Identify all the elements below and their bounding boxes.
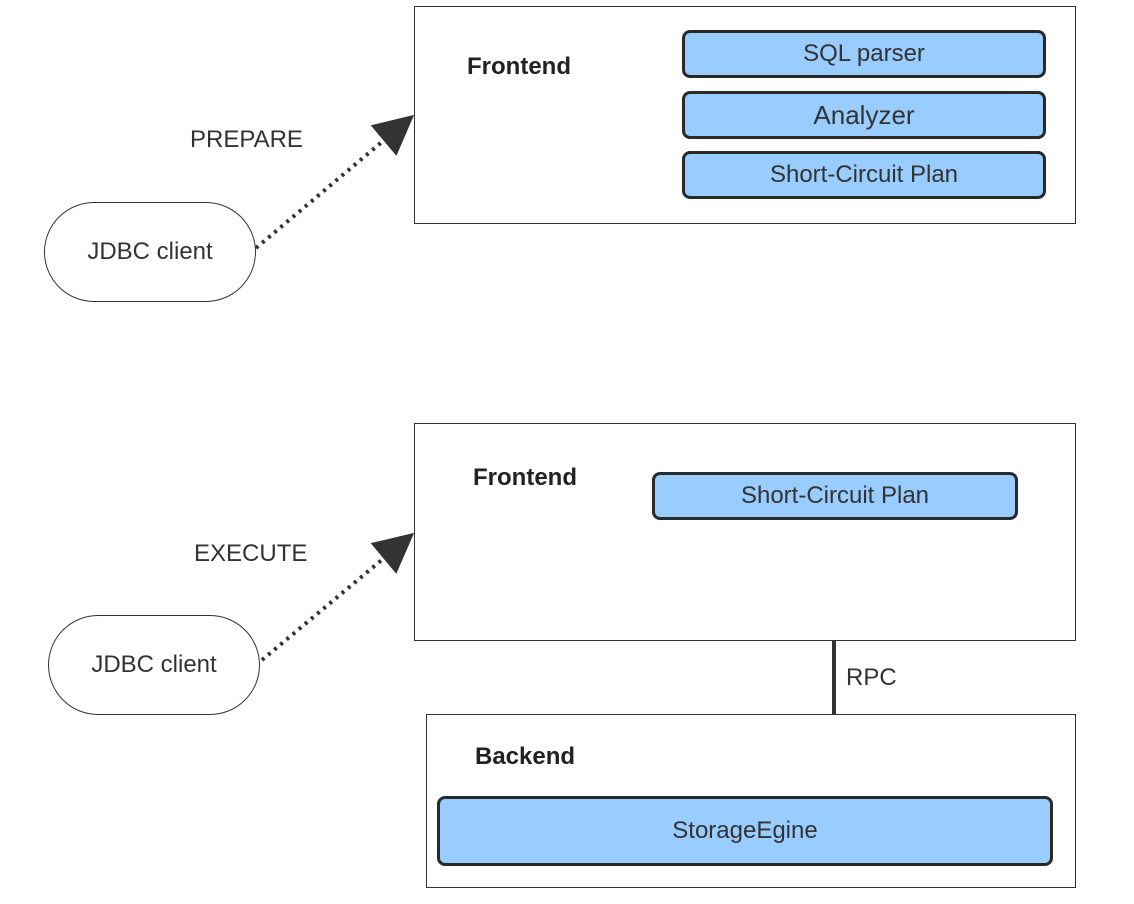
execute-short-circuit-plan-component: Short-Circuit Plan xyxy=(652,472,1018,520)
execute-frontend-title: Frontend xyxy=(473,464,577,491)
backend-title: Backend xyxy=(475,743,576,770)
execute-jdbc-client: JDBC client xyxy=(48,615,260,715)
execute-step-label: EXECUTE xyxy=(194,540,308,567)
rpc-label: RPC xyxy=(846,664,897,691)
prepare-frontend-title: Frontend xyxy=(467,53,571,80)
prepare-arrow xyxy=(254,114,415,250)
execute-frontend-box: Frontend xyxy=(414,423,1076,641)
sql-parser-component: SQL parser xyxy=(682,30,1046,78)
storage-engine-component: StorageEgine xyxy=(437,796,1053,866)
prepare-step-label: PREPARE xyxy=(190,126,303,153)
analyzer-component: Analyzer xyxy=(682,91,1046,139)
prepare-short-circuit-plan-component: Short-Circuit Plan xyxy=(682,151,1046,199)
prepare-jdbc-client: JDBC client xyxy=(44,202,256,302)
